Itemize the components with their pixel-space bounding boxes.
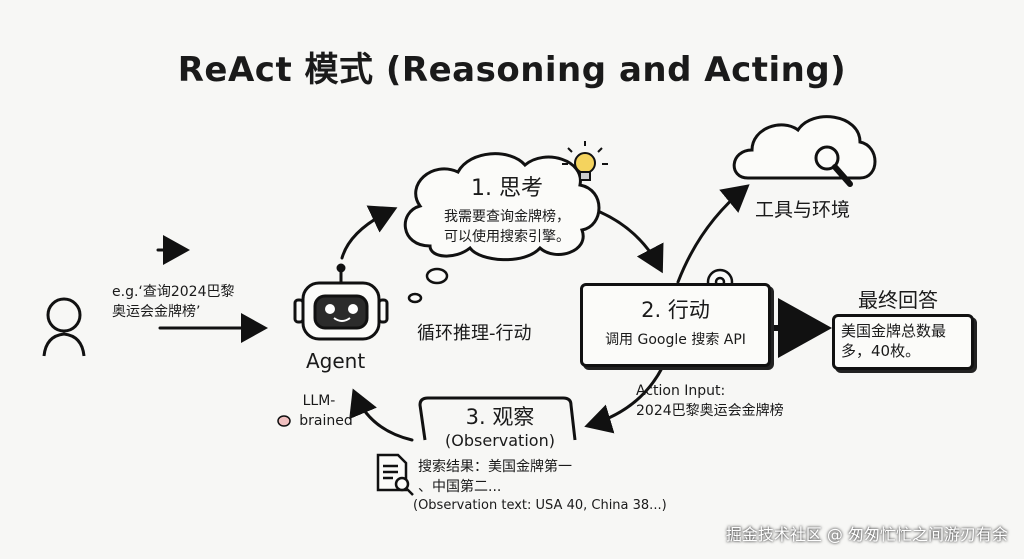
document-icon: [376, 453, 414, 496]
agent-label: Agent: [306, 349, 366, 373]
brain-icon: [277, 415, 291, 427]
final-line2: 多，40枚。: [841, 342, 921, 360]
act-desc: 调用 Google 搜索 API: [605, 332, 746, 348]
think-bubble-1: [425, 267, 449, 285]
observe-box-shape: [418, 396, 577, 441]
arrow-agent-to-think: [340, 205, 398, 260]
action-input: Action Input: 2024巴黎奥运会金牌榜: [636, 381, 784, 421]
act-title: 2. 行动: [641, 298, 710, 322]
page-title: ReAct 模式 (Reasoning and Acting): [177, 50, 847, 90]
user-query: e.g.‘查询2024巴黎 奥运会金牌榜’: [112, 282, 234, 322]
final-box: 美国金牌总数最 多，40枚。: [832, 314, 974, 370]
loop-label: 循环推理-行动: [417, 323, 532, 344]
user-query-line2: 奥运会金牌榜’: [112, 304, 201, 320]
lightbulb-icon: [562, 141, 608, 181]
arrow-think-to-act: [598, 210, 664, 274]
think-line2: 可以使用搜索引擎。: [444, 229, 570, 245]
user-query-line1: e.g.‘查询2024巴黎: [112, 284, 235, 300]
brain-note-line1: LLM-: [302, 393, 336, 409]
think-cloud-shape: [403, 152, 601, 262]
think-bubble-2: [407, 292, 423, 304]
brain-note: LLM- brained: [284, 391, 354, 431]
think-title: 1. 思考: [471, 176, 543, 201]
observe-subtitle: (Observation): [445, 431, 555, 450]
final-title: 最终回答: [858, 288, 938, 312]
think-node: 1. 思考 我需要查询金牌榜， 可以使用搜索引擎。: [432, 170, 582, 247]
observe-node: 3. 观察 (Observation): [425, 401, 575, 450]
arrow-act-to-observe: [584, 366, 664, 434]
final-line1: 美国金牌总数最: [841, 322, 947, 340]
observe-title: 3. 观察: [465, 405, 535, 429]
magnifier-icon: [814, 145, 840, 171]
act-box: 2. 行动 调用 Google 搜索 API: [580, 283, 771, 367]
tools-label: 工具与环境: [755, 199, 851, 221]
observe-result: 搜索结果：美国金牌第一 、中国第二...: [418, 457, 572, 497]
think-line1: 我需要查询金牌榜，: [444, 209, 570, 225]
observe-result-line1: 搜索结果：美国金牌第一: [418, 459, 572, 475]
brain-note-line2: brained: [299, 413, 353, 429]
watermark: 掘金技术社区 @ 匆匆忙忙之间游刃有余: [725, 525, 1008, 544]
action-input-line2: 2024巴黎奥运会金牌榜: [636, 403, 784, 419]
tools-cloud-shape: [732, 115, 877, 180]
observe-result-line2: 、中国第二...: [418, 479, 502, 495]
observe-raw: (Observation text: USA 40, China 38...): [413, 498, 667, 513]
user-icon: [42, 297, 86, 357]
arrow-observe-to-agent: [349, 388, 414, 442]
action-input-line1: Action Input:: [636, 383, 726, 399]
arrow-act-to-tools: [676, 184, 750, 284]
robot-icon: [293, 263, 389, 341]
